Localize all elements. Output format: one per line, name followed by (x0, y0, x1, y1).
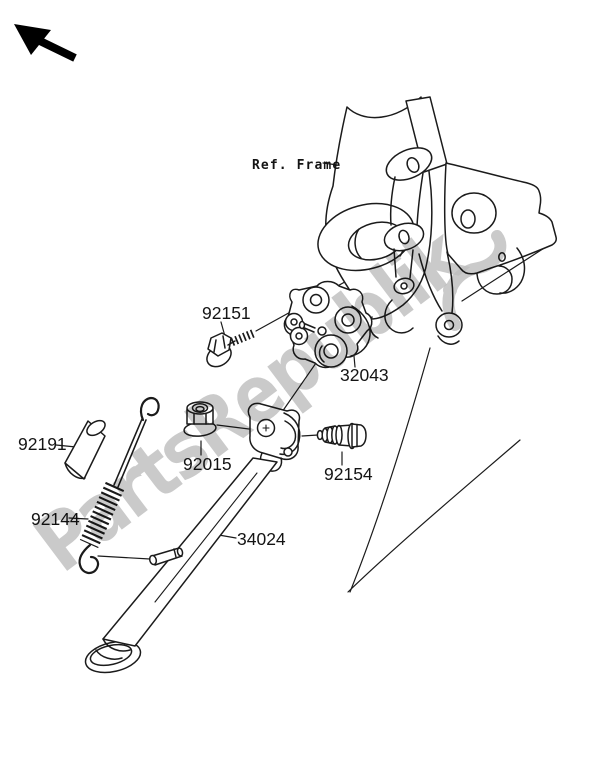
part-label-34024: 34024 (237, 529, 286, 549)
part-label-92144: 92144 (31, 509, 80, 529)
flange-nut-92015-drawing (183, 401, 217, 437)
part-label-92191: 92191 (18, 434, 67, 454)
part-label-92015: 92015 (183, 454, 232, 474)
return-spring-drawing (78, 396, 160, 575)
stand-pivot-drawing (247, 402, 301, 472)
part-label-92151: 92151 (202, 303, 251, 323)
pivot-bolt-92154-drawing (316, 422, 367, 450)
stand-rubber-drawing (64, 419, 106, 480)
stand-bracket-drawing (283, 280, 373, 369)
ref-frame-label: Ref. Frame (252, 158, 341, 173)
part-label-32043: 32043 (340, 365, 389, 385)
flange-bolt-92151-drawing (206, 329, 256, 368)
orientation-arrow-icon (14, 24, 77, 62)
part-label-92154: 92154 (324, 464, 373, 484)
part-number-labels: Ref. Frame 92151 32043 92015 92154 92191… (18, 158, 389, 549)
side-stand-drawing (84, 457, 278, 674)
